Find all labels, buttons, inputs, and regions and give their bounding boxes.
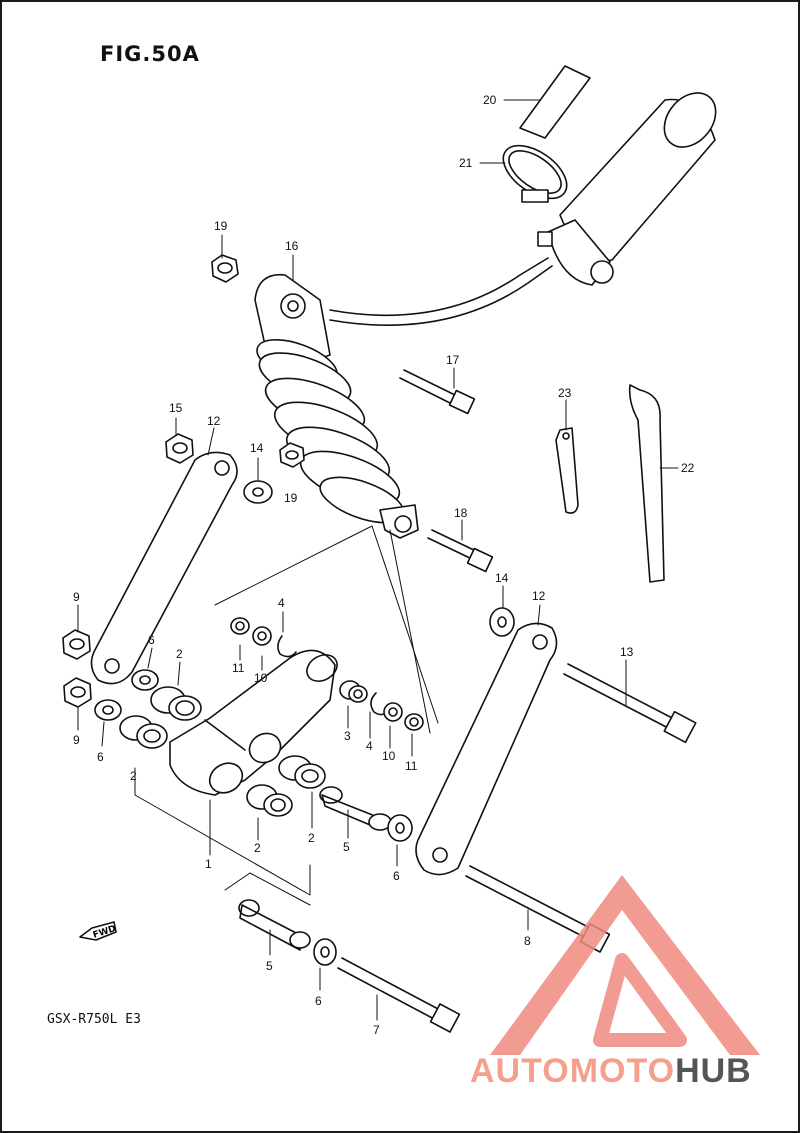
watermark-part-1: AUTOMOTO [470, 1052, 676, 1090]
callout-6-right: 6 [393, 869, 400, 883]
cushion-rod-left [90, 451, 238, 685]
callout-2-right: 2 [308, 831, 315, 845]
dust-seal-11a [230, 617, 250, 635]
bearing-2b [119, 715, 168, 749]
shock-absorber [254, 273, 419, 539]
washer-10b [383, 702, 403, 722]
callout-2-left: 2 [130, 769, 137, 783]
callout-19-top: 19 [214, 219, 228, 233]
dust-seal-11b [404, 713, 424, 731]
label-plate [519, 65, 591, 139]
bolt-18 [427, 529, 494, 573]
fwd-arrow-icon [79, 921, 117, 941]
callout-5-bottom: 5 [266, 959, 273, 973]
callout-6-top: 6 [148, 633, 155, 647]
callout-2-bottom: 2 [254, 841, 261, 855]
reservoir-hose [329, 257, 553, 326]
bearing-2a [150, 686, 202, 721]
bearing-2c [278, 755, 326, 789]
watermark-part-2: HUB [675, 1052, 752, 1090]
spacer-5a [319, 786, 392, 831]
reservoir-tank [537, 92, 717, 286]
callout-23: 23 [558, 386, 572, 400]
leader-lines [77, 99, 679, 1021]
callout-13: 13 [620, 645, 634, 659]
callout-10-left: 10 [254, 671, 268, 685]
callout-9-top: 9 [73, 590, 80, 604]
callout-labels: 20 21 19 16 17 23 22 15 12 14 19 18 4 14… [73, 93, 695, 1037]
nut-19-top [211, 254, 239, 283]
bolt-13 [563, 663, 697, 744]
callout-4-top: 4 [278, 596, 285, 610]
bolt-7 [337, 957, 461, 1033]
clip-23 [555, 427, 579, 514]
model-code: GSX-R750L E3 [47, 1012, 141, 1027]
callout-11-right: 11 [405, 759, 418, 773]
callout-17: 17 [446, 353, 460, 367]
cushion-rod-right [415, 622, 558, 876]
callout-9-bottom: 9 [73, 733, 80, 747]
callout-11-left: 11 [232, 661, 245, 675]
callout-18: 18 [454, 506, 468, 520]
callout-4-bottom: 4 [366, 739, 373, 753]
cable-tie-22 [628, 384, 665, 583]
bearing-2d [246, 784, 293, 817]
callout-14-right: 14 [495, 571, 509, 585]
callout-14-top: 14 [250, 441, 264, 455]
cushion-lever [169, 649, 338, 796]
callout-12-right: 12 [532, 589, 546, 603]
callout-10-right: 10 [382, 749, 396, 763]
washer-6c [387, 814, 413, 842]
figure-title: FIG.50A [100, 42, 200, 66]
callout-21: 21 [459, 156, 473, 170]
watermark-logo-icon [490, 875, 760, 1055]
watermark-text: AUTOMOTOHUB [470, 1052, 752, 1091]
callout-6-left: 6 [97, 750, 104, 764]
washer-14a [243, 480, 273, 504]
circlip-4a [277, 635, 297, 658]
callout-20: 20 [483, 93, 497, 107]
callout-5-top: 5 [343, 840, 350, 854]
callout-15: 15 [169, 401, 183, 415]
washer-6b [94, 699, 122, 721]
nut-19-mid [279, 442, 305, 468]
bushing-3 [339, 680, 368, 703]
callout-3: 3 [344, 729, 351, 743]
hose-clamp [502, 144, 568, 203]
bolt-17 [399, 369, 476, 415]
callout-22: 22 [681, 461, 695, 475]
washer-14b [489, 607, 515, 637]
callout-8: 8 [524, 934, 531, 948]
callout-6-bottom: 6 [315, 994, 322, 1008]
callout-19-mid: 19 [284, 491, 298, 505]
callout-1: 1 [205, 857, 212, 871]
nut-9a [62, 629, 91, 660]
spacer-5b [238, 899, 311, 951]
washer-6d [313, 938, 337, 966]
callout-12-left: 12 [207, 414, 221, 428]
nut-15 [165, 433, 194, 464]
callout-7: 7 [373, 1023, 380, 1037]
callout-2-top: 2 [176, 647, 183, 661]
washer-10a [252, 626, 272, 646]
washer-6a [131, 669, 159, 691]
callout-16: 16 [285, 239, 299, 253]
nut-9b [63, 677, 92, 708]
